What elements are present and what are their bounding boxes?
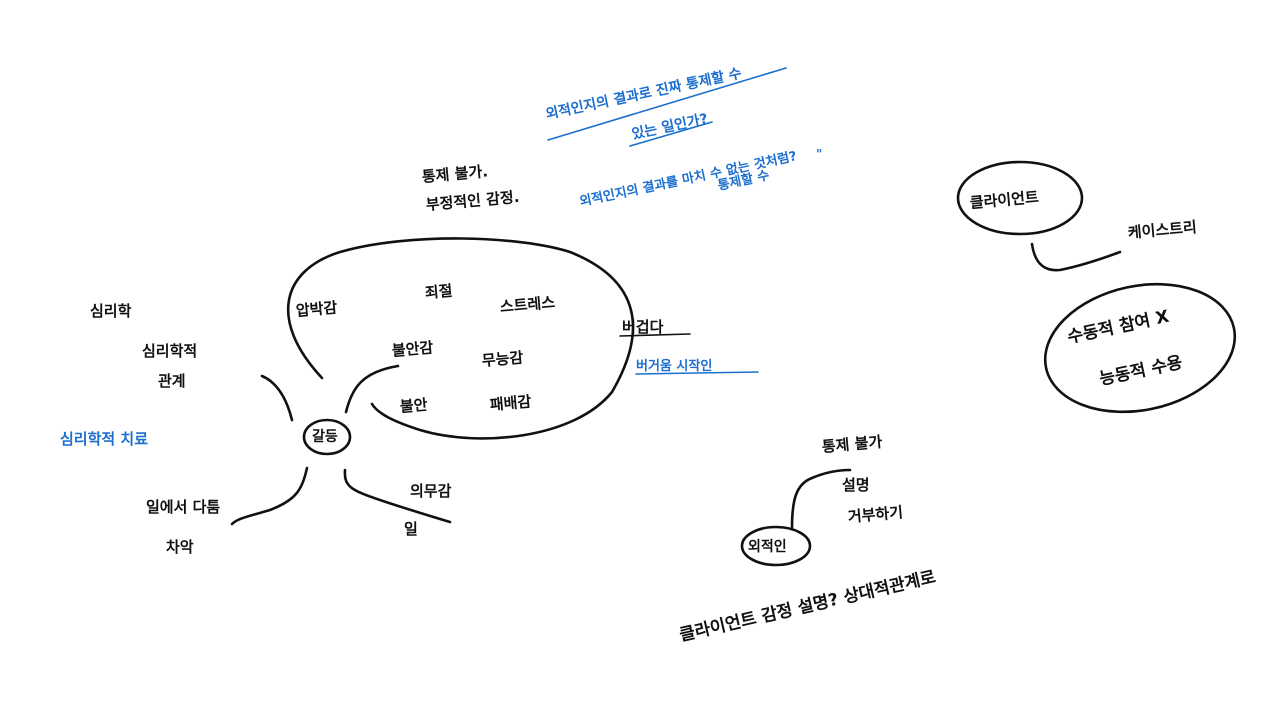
bubble-item-pressure: 압박감 — [295, 298, 338, 320]
branch-note-duty: 의무감 — [410, 482, 452, 500]
branch-lower-right — [343, 468, 452, 524]
left-note-psychological: 심리학적 — [142, 342, 198, 360]
blue-underline-2 — [629, 121, 713, 147]
branch-note-work: 일 — [404, 520, 418, 538]
left-note-conflict-at-work: 일에서 다툼 — [146, 498, 221, 516]
center-node-outline — [302, 418, 352, 456]
bubble-item-defeat: 패배감 — [489, 392, 532, 414]
blue-underline-3 — [635, 371, 759, 375]
left-note-therapy: 심리학적 치료 — [60, 430, 149, 448]
left-note-psychology: 심리학 — [90, 302, 132, 320]
center-node-label: 갈등 — [312, 429, 338, 445]
cause-branch — [790, 468, 852, 530]
bubble-item-anxiety-feeling: 불안감 — [391, 338, 434, 360]
bubble-item-frustration: 죄절 — [424, 281, 454, 302]
overwhelmed-blue-note: 버거움 시작인 — [636, 359, 713, 374]
cause-node-label: 외적인 — [748, 539, 787, 555]
bubble-item-incompetence: 무능감 — [481, 348, 524, 370]
blue-underline-1 — [547, 67, 787, 141]
black-underline-heavy — [619, 333, 691, 337]
branch-upper-left — [260, 374, 294, 422]
left-note-relationship: 관계 — [158, 372, 186, 390]
branch-lower-left — [230, 466, 309, 526]
acceptance-ellipse-outline — [1043, 282, 1237, 414]
cause-item-explanation: 설명 — [842, 476, 870, 494]
client-node-outline — [956, 160, 1084, 236]
cause-node-outline — [740, 525, 812, 567]
center-to-bubble-link — [344, 364, 400, 414]
left-note-worst: 차악 — [166, 538, 194, 556]
overwhelmed-label: 버겁다 — [622, 318, 664, 336]
feelings-bubble-outline — [286, 237, 635, 440]
client-to-case-link — [1030, 242, 1122, 272]
blue-note-ditto-mark: " — [816, 147, 823, 161]
bubble-item-anxiety: 불안 — [399, 395, 429, 416]
